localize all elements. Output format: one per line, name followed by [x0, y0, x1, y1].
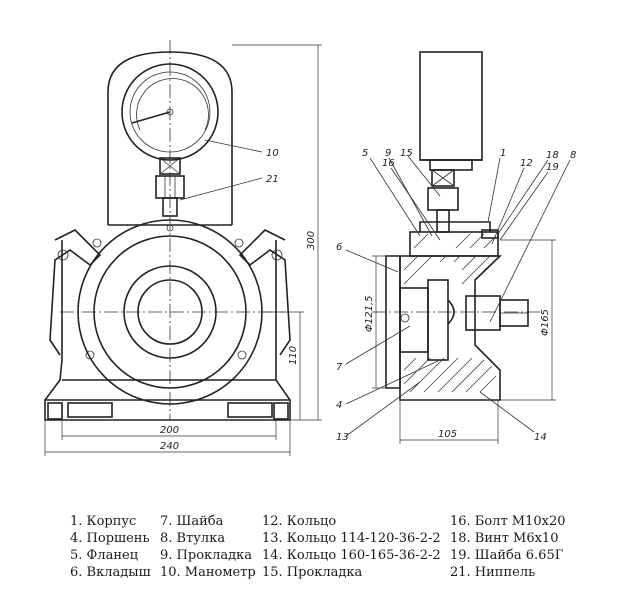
leader-15 — [407, 155, 441, 197]
body-block — [44, 240, 291, 421]
foot-left — [67, 402, 113, 418]
legend-item: 16. Болт М10х20 — [450, 514, 566, 529]
legend-item: 4. Поршень — [70, 531, 150, 546]
callout-9: 9 — [385, 148, 391, 159]
section-hatching — [403, 233, 497, 393]
legend-item: 14. Кольцо 160-165-36-2-2 — [262, 548, 441, 563]
leader-18 — [497, 159, 549, 235]
callout-6: 6 — [336, 242, 342, 253]
dim-200: 200 — [160, 425, 179, 436]
foot-right — [227, 402, 273, 418]
leader-16 — [390, 167, 441, 241]
callout-13: 13 — [336, 432, 349, 443]
manometer-side — [419, 51, 483, 161]
callout-16: 16 — [382, 158, 395, 169]
dim-300: 300 — [306, 231, 317, 250]
callout-18: 18 — [546, 150, 559, 161]
legend-item: 1. Корпус — [70, 514, 137, 529]
leader-6 — [345, 249, 399, 273]
leader-7 — [345, 325, 411, 365]
clamp-right — [238, 229, 291, 356]
dim-dia-165: Φ165 — [540, 309, 551, 336]
callout-5: 5 — [362, 148, 368, 159]
legend-column-4: 16. Болт М10х20 18. Винт М6х10 19. Шайба… — [450, 513, 566, 581]
legend-item: 10. Манометр — [160, 565, 256, 580]
legend-item: 7. Шайба — [160, 514, 224, 529]
legend-column-2: 7. Шайба 8. Втулка 9. Прокладка 10. Мано… — [160, 513, 256, 581]
manometer-scale — [136, 78, 209, 131]
leader-4 — [345, 359, 441, 405]
leader-14 — [479, 391, 535, 433]
side-dimensions — [372, 239, 556, 444]
leader-12 — [491, 167, 525, 245]
upper-boss — [409, 231, 499, 257]
leader-5 — [369, 157, 421, 237]
callout-21: 21 — [266, 174, 279, 185]
dim-105: 105 — [438, 429, 457, 440]
legend-item: 8. Втулка — [160, 531, 226, 546]
callout-1: 1 — [500, 148, 506, 159]
side-section-view — [345, 51, 571, 437]
legend-column-3: 12. Кольцо 13. Кольцо 114-120-36-2-2 14.… — [262, 513, 441, 581]
legend-item: 13. Кольцо 114-120-36-2-2 — [262, 531, 441, 546]
legend-column-1: 1. Корпус 4. Поршень 5. Фланец 6. Вклады… — [70, 513, 151, 581]
body-section — [399, 255, 502, 401]
leader-19 — [499, 171, 549, 241]
clamp-bolt-left — [57, 249, 69, 261]
legend-item: 18. Винт М6х10 — [450, 531, 559, 546]
callout-12: 12 — [520, 158, 533, 169]
leader-13 — [345, 381, 421, 437]
clamp-left — [49, 229, 102, 356]
dim-240: 240 — [160, 441, 179, 452]
technical-drawing: 10 21 200 240 300 110 — [44, 40, 576, 456]
legend-item: 12. Кольцо — [262, 514, 337, 529]
leader-8 — [489, 159, 571, 323]
bushing — [465, 295, 501, 331]
front-view — [44, 40, 291, 421]
callout-7: 7 — [336, 362, 343, 373]
flange-side — [385, 255, 401, 389]
dim-dia-121-5: Φ121,5 — [364, 296, 375, 333]
leader-10 — [204, 139, 263, 153]
legend-item: 5. Фланец — [70, 548, 139, 563]
front-dimensions — [44, 44, 322, 456]
clamp-bolt-right — [271, 249, 283, 261]
callout-10: 10 — [266, 148, 279, 159]
leader-21 — [179, 177, 263, 201]
callout-19: 19 — [546, 162, 559, 173]
parts-legend: 1. Корпус 4. Поршень 5. Фланец 6. Вклады… — [70, 513, 630, 593]
legend-item: 9. Прокладка — [160, 548, 253, 563]
callout-14: 14 — [534, 432, 547, 443]
legend-item: 6. Вкладыш — [70, 565, 151, 580]
dim-110: 110 — [288, 346, 299, 365]
washer — [399, 287, 429, 353]
leader-1 — [487, 157, 501, 223]
legend-item: 15. Прокладка — [262, 565, 363, 580]
callout-15: 15 — [400, 148, 413, 159]
legend-item: 21. Ниппель — [450, 565, 536, 580]
legend-item: 19. Шайба 6.65Г — [450, 548, 564, 563]
piston — [427, 279, 449, 361]
callout-8: 8 — [570, 150, 576, 161]
callout-4: 4 — [336, 400, 342, 411]
manometer-needle — [131, 111, 171, 124]
